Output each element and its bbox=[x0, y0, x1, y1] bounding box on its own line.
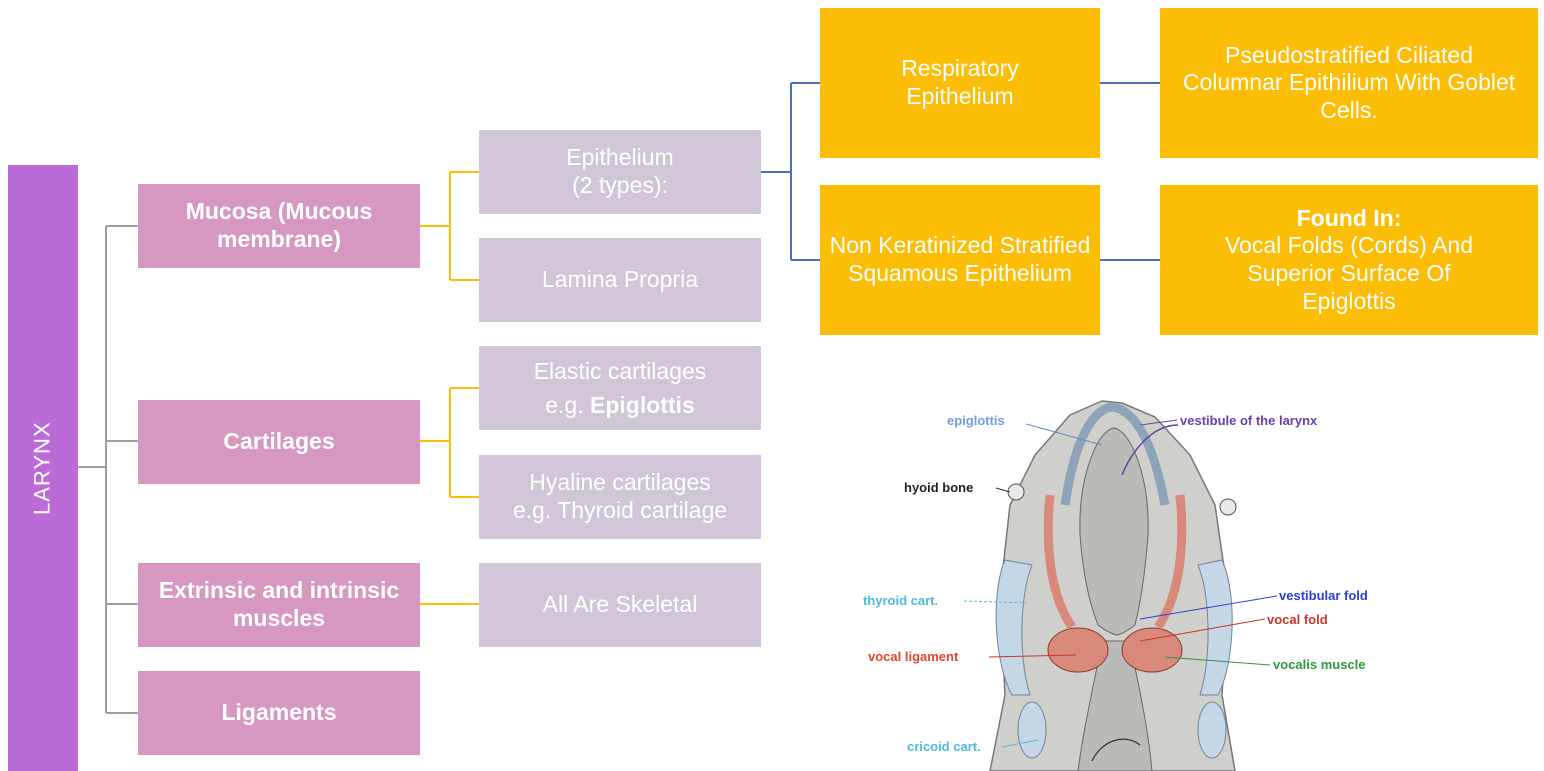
connector-cartilages-branch bbox=[420, 388, 479, 497]
node-epithelium-line2: (2 types): bbox=[572, 172, 668, 200]
node-pseudostratified-label: Pseudostratified Ciliated Columnar Epith… bbox=[1176, 42, 1522, 125]
node-elastic-example: Epiglottis bbox=[590, 392, 695, 418]
node-lamina-propria-label: Lamina Propria bbox=[542, 266, 698, 294]
node-ligaments-label: Ligaments bbox=[221, 699, 336, 727]
node-pseudostratified: Pseudostratified Ciliated Columnar Epith… bbox=[1160, 8, 1538, 158]
vocalis-muscle-left bbox=[1048, 628, 1108, 672]
node-skeletal-label: All Are Skeletal bbox=[543, 591, 698, 619]
vocalis-muscle-right bbox=[1122, 628, 1182, 672]
node-cartilages-label: Cartilages bbox=[223, 428, 334, 456]
node-muscles: Extrinsic and intrinsic muscles bbox=[138, 563, 420, 647]
node-non-keratinized-label: Non Keratinized Stratified Squamous Epit… bbox=[826, 232, 1094, 287]
hyoid-left bbox=[1008, 484, 1024, 500]
node-found-in-title: Found In: bbox=[1297, 205, 1402, 233]
hyoid-right bbox=[1220, 499, 1236, 515]
node-respiratory-label: Respiratory Epithelium bbox=[860, 55, 1060, 110]
label-hyoid-bone: hyoid bone bbox=[904, 480, 973, 495]
connector-epithelium-branch bbox=[761, 83, 820, 260]
node-cartilages: Cartilages bbox=[138, 400, 420, 484]
node-muscles-label: Extrinsic and intrinsic muscles bbox=[152, 577, 406, 632]
label-vocalis-muscle: vocalis muscle bbox=[1273, 657, 1366, 672]
label-thyroid-cart: thyroid cart. bbox=[863, 593, 938, 608]
node-mucosa-label: Mucosa (Mucous membrane) bbox=[168, 198, 390, 253]
larynx-illustration: epiglottis vestibule of the larynx hyoid… bbox=[840, 395, 1400, 771]
label-epiglottis: epiglottis bbox=[947, 413, 1005, 428]
node-ligaments: Ligaments bbox=[138, 671, 420, 755]
cricoid-cartilage-left bbox=[1018, 702, 1046, 758]
cricoid-cartilage-right bbox=[1198, 702, 1226, 758]
label-cricoid-cart: cricoid cart. bbox=[907, 739, 981, 754]
node-hyaline-cartilages: Hyaline cartilages e.g. Thyroid cartilag… bbox=[479, 455, 761, 539]
node-respiratory-epithelium: Respiratory Epithelium bbox=[820, 8, 1100, 158]
node-found-in-text: Vocal Folds (Cords) And Superior Surface… bbox=[1200, 232, 1498, 315]
node-found-in: Found In: Vocal Folds (Cords) And Superi… bbox=[1160, 185, 1538, 335]
node-hyaline-line2: e.g. Thyroid cartilage bbox=[513, 497, 727, 525]
node-non-keratinized: Non Keratinized Stratified Squamous Epit… bbox=[820, 185, 1100, 335]
node-elastic-line1: Elastic cartilages bbox=[534, 354, 707, 389]
node-elastic-cartilages: Elastic cartilages e.g. Epiglottis bbox=[479, 346, 761, 430]
root-label: LARYNX bbox=[30, 421, 56, 515]
node-skeletal: All Are Skeletal bbox=[479, 563, 761, 647]
node-mucosa: Mucosa (Mucous membrane) bbox=[138, 184, 420, 268]
label-vestibule: vestibule of the larynx bbox=[1180, 413, 1318, 428]
node-epithelium: Epithelium (2 types): bbox=[479, 130, 761, 214]
label-vocal-ligament: vocal ligament bbox=[868, 649, 959, 664]
label-vocal-fold: vocal fold bbox=[1267, 612, 1328, 627]
root-larynx: LARYNX bbox=[8, 165, 78, 771]
node-lamina-propria: Lamina Propria bbox=[479, 238, 761, 322]
node-epithelium-line1: Epithelium bbox=[566, 144, 673, 172]
connector-mucosa-branch bbox=[420, 172, 479, 280]
node-elastic-prefix: e.g. bbox=[545, 392, 590, 418]
node-elastic-line2: e.g. Epiglottis bbox=[545, 388, 695, 423]
label-vestibular-fold: vestibular fold bbox=[1279, 588, 1368, 603]
node-hyaline-line1: Hyaline cartilages bbox=[529, 469, 711, 497]
